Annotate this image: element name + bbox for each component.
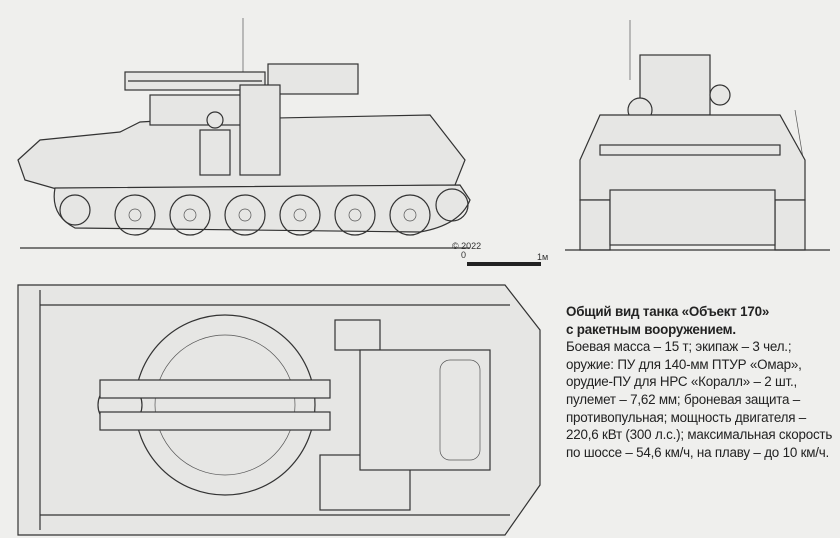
copyright-label: © 2022 — [452, 241, 482, 251]
side-view — [17, 18, 471, 249]
caption-line: противопульная; мощность двигателя – — [566, 409, 807, 425]
caption-line: пулемет – 7,62 мм; броневая защита – — [566, 391, 801, 407]
caption-line: оружие: ПУ для 140-мм ПТУР «Омар», — [566, 356, 802, 372]
scale-end-label: 1м — [537, 252, 549, 262]
scale-bar — [467, 262, 541, 266]
caption-title-line2: с ракетным вооружением. — [566, 321, 736, 337]
front-view — [565, 20, 830, 251]
caption-title-line1: Общий вид танка «Объект 170» — [566, 304, 770, 319]
top-view — [17, 284, 541, 536]
caption: Общий вид танка «Объект 170» с ракетным … — [566, 303, 836, 461]
caption-line: 220,6 кВт (300 л.с.); максимальная скоро… — [566, 427, 833, 443]
road-wheels — [59, 188, 469, 236]
caption-line: орудие-ПУ для НРС «Коралл» – 2 шт., — [566, 374, 798, 390]
caption-line: по шоссе – 54,6 км/ч, на плаву – до 10 к… — [566, 444, 830, 460]
scale-start-label: 0 — [461, 250, 467, 260]
caption-line: Боевая масса – 15 т; экипаж – 3 чел.; — [566, 339, 792, 355]
